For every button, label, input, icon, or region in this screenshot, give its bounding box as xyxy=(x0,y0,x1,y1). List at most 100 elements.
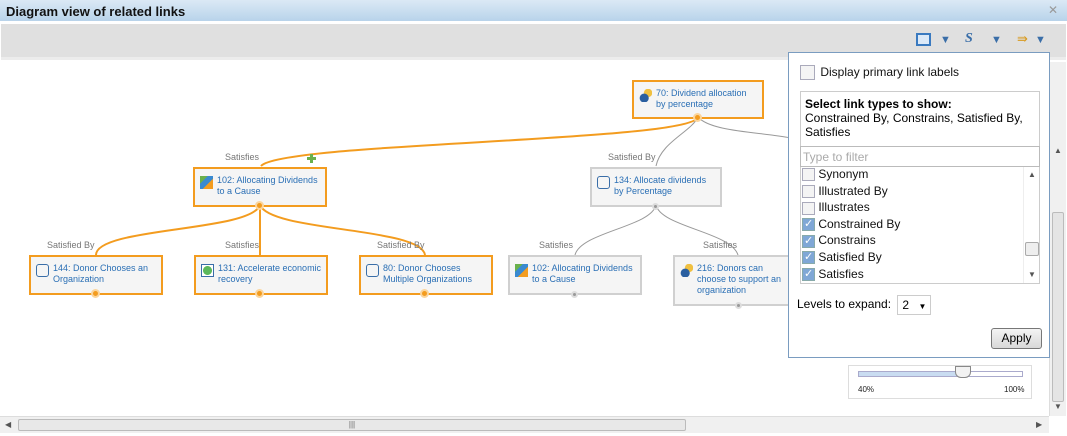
edge-134-102b xyxy=(574,204,657,256)
link-type-label: Illustrates xyxy=(818,200,870,215)
checkbox[interactable] xyxy=(802,184,815,198)
node-131[interactable]: 131: Accelerate economic recovery xyxy=(194,255,328,295)
checkbox[interactable] xyxy=(802,234,815,248)
expand-plus-icon xyxy=(307,154,316,163)
node-216[interactable]: 216: Donors can choose to support an org… xyxy=(673,255,803,306)
node-port[interactable] xyxy=(420,289,429,298)
edge-70-134 xyxy=(655,116,699,167)
title-bar: Diagram view of related links ✕ xyxy=(0,0,1067,22)
select-heading: Select link types to show: xyxy=(805,97,952,111)
zoom-max-label: 100% xyxy=(1004,385,1025,394)
vertical-scrollbar[interactable]: ▲ ▼ xyxy=(1049,62,1066,416)
node-port[interactable] xyxy=(693,113,702,122)
filter-links-icon[interactable]: ⇛ xyxy=(1017,31,1028,46)
zoom-slider[interactable]: 40% 100% xyxy=(848,365,1032,399)
node-134[interactable]: 134: Allocate dividends by Percentage xyxy=(590,167,722,207)
node-label[interactable]: 134: Allocate dividends by Percentage xyxy=(614,175,707,196)
checkbox[interactable] xyxy=(802,168,815,182)
horizontal-scroll-thumb[interactable]: ||| xyxy=(18,419,686,431)
link-type-item[interactable]: Illustrates xyxy=(801,200,1039,217)
link-type-item[interactable]: Satisfied By xyxy=(801,250,1039,267)
node-port[interactable] xyxy=(571,291,578,298)
edge-label: Satisfied By xyxy=(608,152,656,162)
edge-102-80 xyxy=(259,204,426,256)
checkbox[interactable] xyxy=(802,267,815,281)
style-dropdown-chevron-down-icon[interactable]: ▼ xyxy=(991,34,1002,46)
vertical-scroll-thumb[interactable] xyxy=(1052,212,1064,402)
selected-types-text: Constrained By, Constrains, Satisfied By… xyxy=(805,111,1023,139)
levels-select[interactable]: 2 ▼ xyxy=(897,295,932,315)
edges-layer xyxy=(95,116,792,256)
link-type-item[interactable]: Synonym xyxy=(801,167,1039,184)
edge-label: Satisfied By xyxy=(47,240,95,250)
link-type-label: Illustrated By xyxy=(818,183,888,198)
edge-70-offscreen xyxy=(697,116,792,139)
node-label[interactable]: 144: Donor Chooses an Organization xyxy=(53,263,149,284)
node-102-secondary[interactable]: 102: Allocating Dividends to a Cause xyxy=(508,255,642,295)
link-type-item[interactable]: Constrains xyxy=(801,233,1039,250)
node-port[interactable] xyxy=(255,201,264,210)
node-label[interactable]: 131: Accelerate economic recovery xyxy=(218,263,322,284)
link-type-label: Synonym xyxy=(818,167,869,181)
zoom-fill xyxy=(859,372,963,376)
actor-comment-icon xyxy=(597,176,610,189)
scroll-left-icon[interactable]: ◀ xyxy=(5,420,12,429)
link-type-label: Constrained By xyxy=(818,216,901,231)
layout-icon[interactable] xyxy=(916,33,931,46)
filter-input[interactable]: Type to filter xyxy=(800,146,1040,167)
process-icon xyxy=(515,264,528,277)
checkbox[interactable] xyxy=(802,250,815,265)
zoom-track[interactable] xyxy=(858,371,1023,377)
checkbox-label: Display primary link labels xyxy=(820,65,960,79)
list-scrollbar[interactable]: ▲ ▼ xyxy=(1023,167,1039,283)
chevron-down-icon: ▼ xyxy=(918,302,927,311)
node-102[interactable]: 102: Allocating Dividends to a Cause xyxy=(193,167,327,207)
checkbox[interactable] xyxy=(802,217,815,232)
apply-button[interactable]: Apply xyxy=(991,328,1042,349)
horizontal-scrollbar[interactable]: ◀ ||| ▶ xyxy=(0,416,1049,433)
edge-label: Satisfies xyxy=(703,240,738,250)
node-label[interactable]: 70: Dividend allocation by percentage xyxy=(656,88,747,109)
use-case-icon xyxy=(639,89,652,102)
checkbox[interactable] xyxy=(800,65,815,81)
edge-102-144 xyxy=(95,204,261,256)
filter-dropdown-chevron-down-icon[interactable]: ▼ xyxy=(1035,34,1046,46)
node-label[interactable]: 102: Allocating Dividends to a Cause xyxy=(217,175,318,196)
actor-comment-icon xyxy=(366,264,379,277)
link-filter-panel: Display primary link labels Select link … xyxy=(788,52,1050,358)
node-port[interactable] xyxy=(735,302,742,309)
node-label[interactable]: 216: Donors can choose to support an org… xyxy=(697,263,782,295)
link-type-item[interactable]: Illustrated By xyxy=(801,184,1039,201)
node-port[interactable] xyxy=(91,289,100,298)
link-type-item[interactable]: Constrained By xyxy=(801,217,1039,234)
goal-icon xyxy=(201,264,214,277)
scroll-up-icon[interactable]: ▲ xyxy=(1054,146,1062,155)
scroll-down-icon[interactable]: ▼ xyxy=(1028,270,1036,279)
zoom-min-label: 40% xyxy=(858,385,875,394)
scroll-down-icon[interactable]: ▼ xyxy=(1054,402,1062,411)
use-case-icon xyxy=(680,264,693,277)
zoom-thumb[interactable] xyxy=(954,366,971,378)
scroll-right-icon[interactable]: ▶ xyxy=(1036,420,1043,429)
list-scroll-thumb[interactable] xyxy=(1025,242,1039,256)
checkbox[interactable] xyxy=(802,201,815,215)
edge-label: Satisfies xyxy=(225,240,260,250)
display-primary-labels-checkbox[interactable]: Display primary link labels xyxy=(800,65,960,81)
edge-label: Satisfies xyxy=(225,152,260,162)
node-label[interactable]: 80: Donor Chooses Multiple Organizations xyxy=(383,263,473,284)
layout-dropdown-chevron-down-icon[interactable]: ▼ xyxy=(940,34,951,46)
node-port[interactable] xyxy=(652,203,659,210)
link-type-item[interactable]: Satisfies xyxy=(801,267,1039,283)
close-icon[interactable]: ✕ xyxy=(1048,3,1059,17)
edge-134-216 xyxy=(655,204,739,256)
node-port[interactable] xyxy=(255,289,264,298)
actor-comment-icon xyxy=(36,264,49,277)
toolbar: ▼ S ▼ ⇛ ▼ xyxy=(1,24,1066,60)
style-icon[interactable]: S xyxy=(965,31,973,46)
node-label[interactable]: 102: Allocating Dividends to a Cause xyxy=(532,263,633,284)
window-title: Diagram view of related links xyxy=(6,4,186,19)
scroll-up-icon[interactable]: ▲ xyxy=(1028,170,1036,179)
edge-label: Satisfies xyxy=(539,240,574,250)
node-70[interactable]: 70: Dividend allocation by percentage xyxy=(632,80,764,119)
levels-value: 2 xyxy=(902,298,910,312)
